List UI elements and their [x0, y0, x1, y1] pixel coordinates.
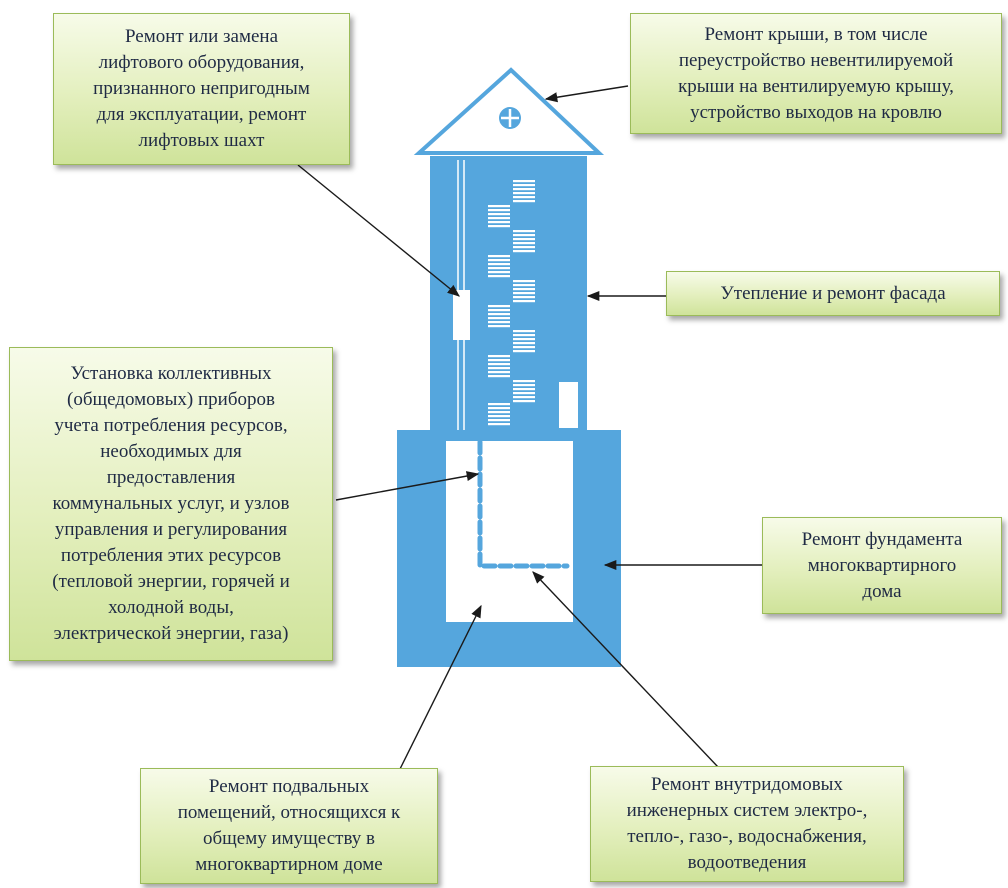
arrow-engineering	[532, 571, 719, 768]
callout-roof-repair: Ремонт крыши, в том числе переустройство…	[630, 13, 1002, 134]
window-3	[513, 230, 535, 253]
callout-engineering-text: Ремонт внутридомовых инженерных систем э…	[626, 774, 868, 873]
callout-foundation-text: Ремонт фундамента многоквартирного дома	[801, 528, 963, 602]
circle-cross-window-icon	[499, 107, 521, 129]
callout-foundation-repair: Ремонт фундамента многоквартирного дома	[762, 517, 1002, 614]
callout-basement-repair: Ремонт подвальных помещений, относящихся…	[140, 768, 438, 884]
callout-roof-text: Ремонт крыши, в том числе переустройство…	[678, 23, 954, 123]
callout-engineering-repair: Ремонт внутридомовых инженерных систем э…	[590, 766, 904, 882]
window-2	[488, 205, 510, 228]
callout-facade-text: Утепление и ремонт фасада	[720, 282, 946, 304]
window-1	[513, 180, 535, 203]
arrow-meters	[335, 471, 480, 501]
window-8	[488, 355, 510, 378]
callout-basement-text: Ремонт подвальных помещений, относящихся…	[177, 776, 401, 875]
tower-windows	[488, 180, 535, 426]
window-9	[513, 380, 535, 403]
callout-meters-text: Установка коллективных (общедомовых) при…	[52, 363, 290, 644]
engineering-pipe	[477, 439, 570, 569]
arrow-roof	[544, 85, 629, 103]
arrow-elevator	[297, 164, 460, 297]
window-5	[513, 280, 535, 303]
roof	[413, 67, 605, 155]
callout-elevator-repair: Ремонт или замена лифтового оборудования…	[53, 13, 350, 165]
elevator-cabin	[453, 290, 470, 340]
window-6	[488, 305, 510, 328]
window-7	[513, 330, 535, 353]
window-4	[488, 255, 510, 278]
window-10	[488, 403, 510, 426]
callout-facade-repair: Утепление и ремонт фасада	[666, 271, 1000, 316]
callout-elevator-text: Ремонт или замена лифтового оборудования…	[93, 26, 310, 151]
callout-meters-installation: Установка коллективных (общедомовых) при…	[9, 347, 333, 661]
connector-arrows	[297, 85, 762, 770]
arrow-basement	[399, 604, 482, 770]
tower-door	[559, 382, 578, 428]
